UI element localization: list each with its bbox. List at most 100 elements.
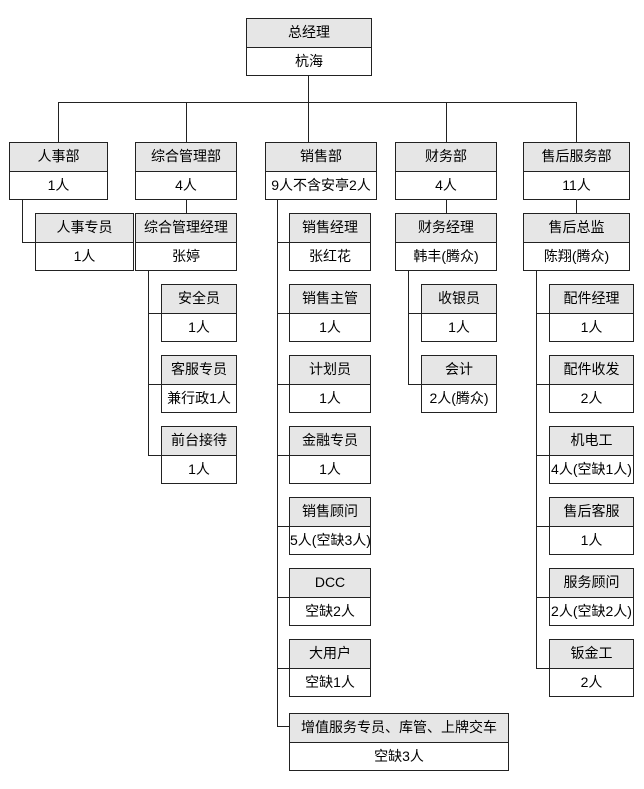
connector-elbow-as-0: [536, 313, 549, 314]
node-safety-officer[interactable]: 安全员 1人: [161, 284, 237, 342]
node-dept-after-sales[interactable]: 售后服务部 11人: [523, 142, 630, 200]
node-after-sales-director[interactable]: 售后总监 陈翔(腾众): [523, 213, 630, 271]
node-body-worker[interactable]: 钣金工 2人: [549, 639, 634, 697]
node-title: 客服专员: [162, 356, 236, 385]
node-after-sales-support[interactable]: 售后客服 1人: [549, 497, 634, 555]
node-value: 1人: [422, 313, 496, 341]
node-value: 韩丰(腾众): [396, 242, 496, 270]
node-value: 张婷: [136, 242, 236, 270]
node-title: 配件经理: [550, 285, 633, 314]
connector-elbow-ga-2: [148, 455, 161, 456]
node-value: 1人: [550, 526, 633, 554]
connector-drop-dept-1: [186, 102, 187, 142]
node-sales-manager[interactable]: 销售经理 张红花: [289, 213, 371, 271]
node-mechanic-electrician[interactable]: 机电工 4人(空缺1人): [549, 426, 634, 484]
node-service-advisor[interactable]: 服务顾问 2人(空缺2人): [549, 568, 634, 626]
connector-elbow-sales-mgr: [277, 242, 289, 243]
node-title: 销售主管: [290, 285, 370, 314]
node-sales-consultant[interactable]: 销售顾问 5人(空缺3人): [289, 497, 371, 555]
node-value: 4人: [136, 171, 236, 199]
node-title: 会计: [422, 356, 496, 385]
node-value: 11人: [524, 171, 629, 199]
node-value: 空缺1人: [290, 668, 370, 696]
node-title: 财务部: [396, 143, 496, 172]
node-title: 综合管理经理: [136, 214, 236, 243]
connector-elbow-fin-0: [408, 313, 421, 314]
node-value: 空缺3人: [290, 742, 508, 770]
node-value: 空缺2人: [290, 597, 370, 625]
node-finance-manager[interactable]: 财务经理 韩丰(腾众): [395, 213, 497, 271]
node-title: 计划员: [290, 356, 370, 385]
connector-drop-dept-3: [446, 102, 447, 142]
node-customer-service-specialist[interactable]: 客服专员 兼行政1人: [161, 355, 237, 413]
node-value: 1人: [10, 171, 107, 199]
node-finance-specialist[interactable]: 金融专员 1人: [289, 426, 371, 484]
node-dept-sales[interactable]: 销售部 9人不含安亭2人: [265, 142, 377, 200]
node-cashier[interactable]: 收银员 1人: [421, 284, 497, 342]
node-title: 综合管理部: [136, 143, 236, 172]
connector-elbow-sales-2: [277, 455, 289, 456]
node-title: 财务经理: [396, 214, 496, 243]
node-hr-specialist[interactable]: 人事专员 1人: [35, 213, 134, 271]
node-root[interactable]: 总经理 杭海: [246, 18, 372, 76]
node-value: 2人(腾众): [422, 384, 496, 412]
node-value: 陈翔(腾众): [524, 242, 629, 270]
connector-trunk-finance: [408, 271, 409, 384]
node-title: 销售顾问: [290, 498, 370, 527]
node-title: 售后服务部: [524, 143, 629, 172]
connector-root-stem: [308, 76, 309, 102]
node-title: 大用户: [290, 640, 370, 669]
connector-elbow-ga-0: [148, 313, 161, 314]
node-value: 2人: [550, 384, 633, 412]
node-title: 钣金工: [550, 640, 633, 669]
node-key-account[interactable]: 大用户 空缺1人: [289, 639, 371, 697]
node-value: 杭海: [247, 47, 371, 75]
node-title: 服务顾问: [550, 569, 633, 598]
node-accountant[interactable]: 会计 2人(腾众): [421, 355, 497, 413]
connector-elbow-sales-4: [277, 597, 289, 598]
node-title: 售后客服: [550, 498, 633, 527]
node-value: 5人(空缺3人): [290, 526, 370, 554]
node-front-desk[interactable]: 前台接待 1人: [161, 426, 237, 484]
node-parts-manager[interactable]: 配件经理 1人: [549, 284, 634, 342]
node-dept-hr[interactable]: 人事部 1人: [9, 142, 108, 200]
connector-elbow-fin-1: [408, 384, 421, 385]
node-parts-receiving[interactable]: 配件收发 2人: [549, 355, 634, 413]
node-dept-finance[interactable]: 财务部 4人: [395, 142, 497, 200]
connector-dept4-to-manager: [576, 200, 577, 213]
node-title: 总经理: [247, 19, 371, 48]
node-title: 售后总监: [524, 214, 629, 243]
connector-elbow-ga-1: [148, 384, 161, 385]
connector-elbow-as-2: [536, 455, 549, 456]
node-general-admin-manager[interactable]: 综合管理经理 张婷: [135, 213, 237, 271]
node-sales-supervisor[interactable]: 销售主管 1人: [289, 284, 371, 342]
node-value: 1人: [162, 313, 236, 341]
connector-trunk-after-sales: [536, 271, 537, 668]
node-value: 1人: [290, 384, 370, 412]
connector-elbow-sales-5: [277, 668, 289, 669]
node-value: 2人: [550, 668, 633, 696]
node-dcc[interactable]: DCC 空缺2人: [289, 568, 371, 626]
node-title: 增值服务专员、库管、上牌交车: [290, 714, 508, 743]
node-title: 销售部: [266, 143, 376, 172]
node-title: 销售经理: [290, 214, 370, 243]
node-value: 1人: [36, 242, 133, 270]
node-value-added-services[interactable]: 增值服务专员、库管、上牌交车 空缺3人: [289, 713, 509, 771]
node-title: 前台接待: [162, 427, 236, 456]
node-title: 机电工: [550, 427, 633, 456]
connector-elbow-hr-0: [22, 242, 35, 243]
node-planner[interactable]: 计划员 1人: [289, 355, 371, 413]
node-title: DCC: [290, 569, 370, 598]
node-value: 4人: [396, 171, 496, 199]
connector-elbow-sales-6: [277, 726, 289, 727]
node-value: 张红花: [290, 242, 370, 270]
connector-elbow-as-4: [536, 597, 549, 598]
node-dept-general-admin[interactable]: 综合管理部 4人: [135, 142, 237, 200]
connector-trunk-general-admin: [148, 271, 149, 455]
node-value: 9人不含安亭2人: [266, 171, 376, 199]
node-title: 人事专员: [36, 214, 133, 243]
connector-elbow-as-5: [536, 668, 549, 669]
connector-drop-dept-0: [58, 102, 59, 142]
connector-bus: [58, 102, 577, 103]
